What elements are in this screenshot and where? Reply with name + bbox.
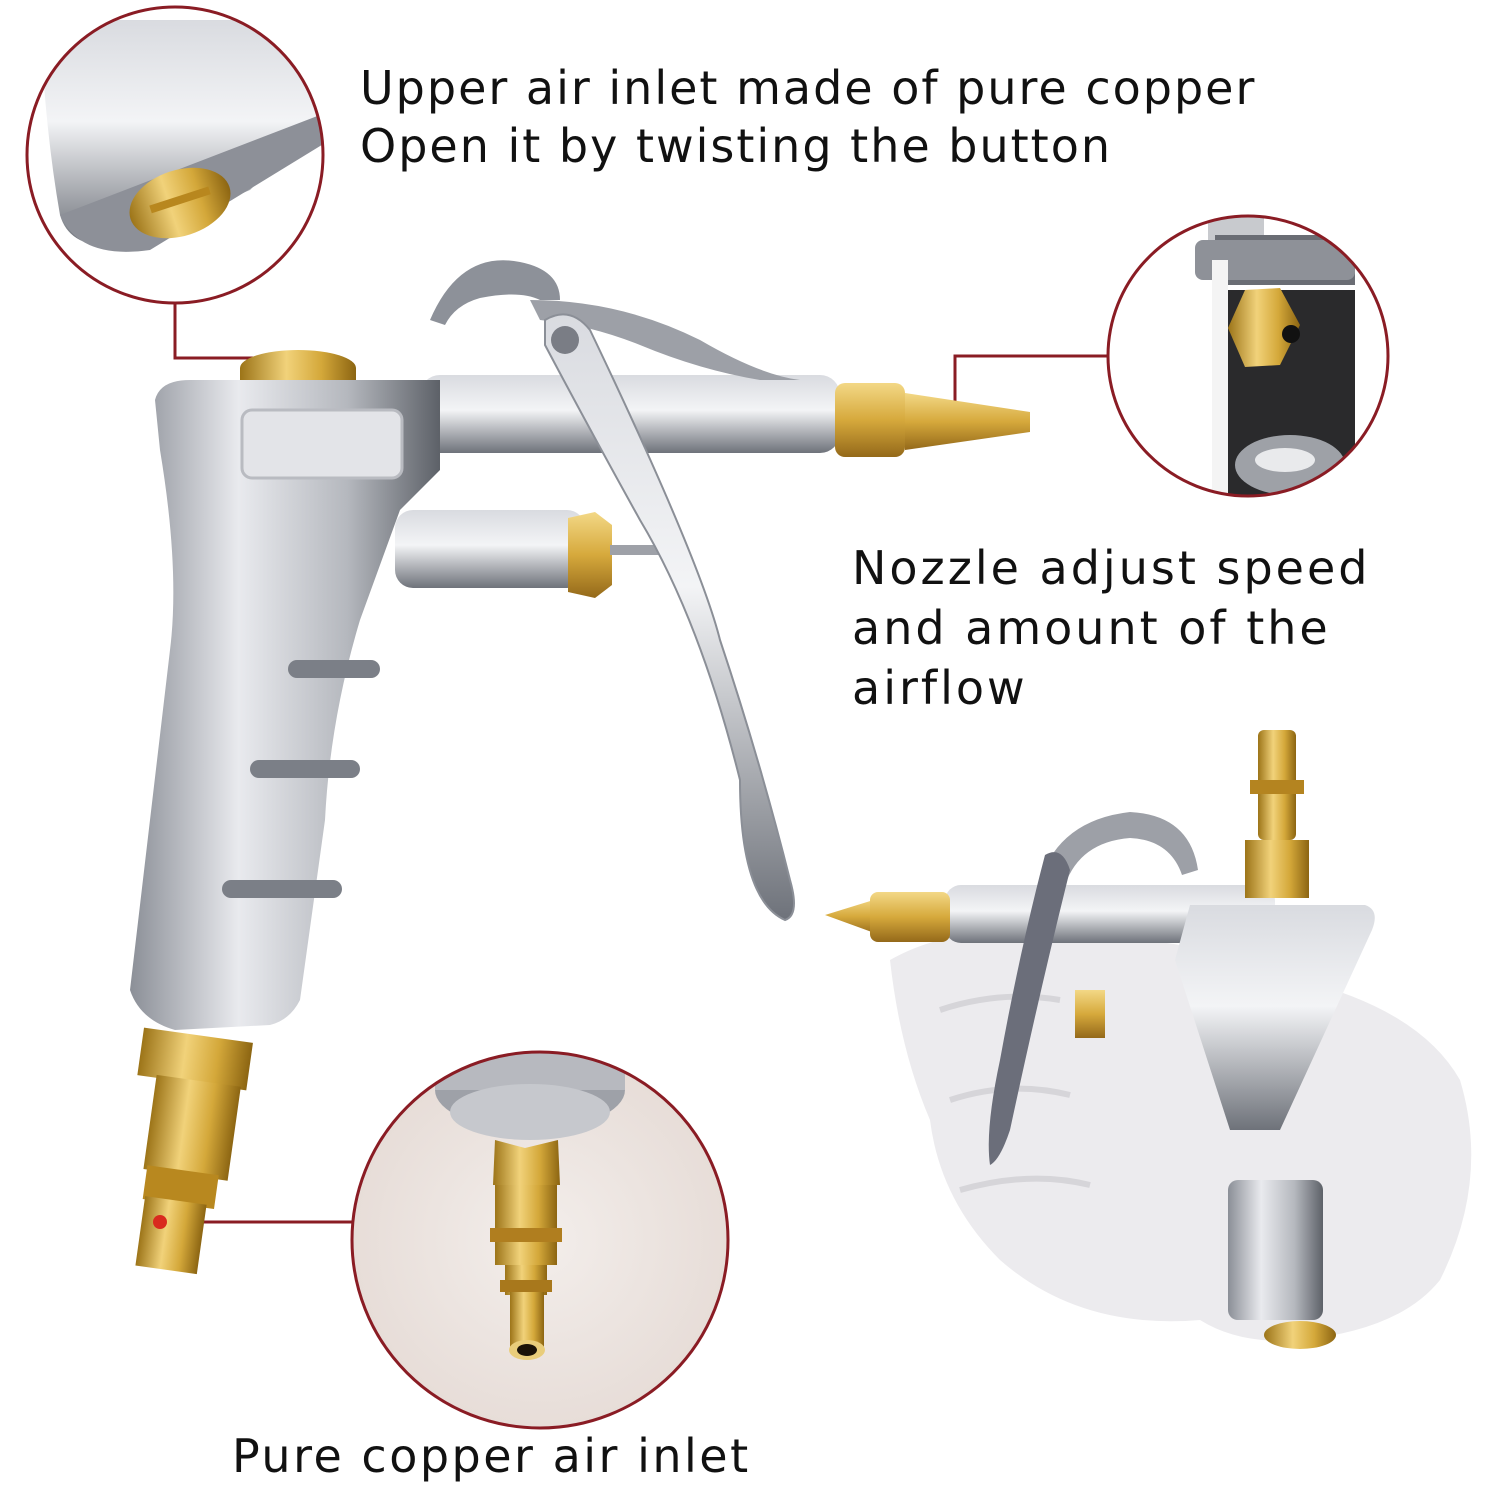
main-blow-gun <box>130 260 1030 1275</box>
nozzle-caption: Nozzle adjust speed and amount of the ai… <box>852 545 1370 725</box>
nozzle-caption-line-2: and amount of the <box>852 601 1331 655</box>
gun-in-hand-photo <box>825 730 1472 1349</box>
bottom-inlet-detail-bubble <box>175 1050 730 1430</box>
upper-inlet-caption-line-1: Upper air inlet made of pure copper <box>360 61 1257 115</box>
nozzle-detail-bubble <box>953 214 1390 498</box>
upper-inlet-caption: Upper air inlet made of pure copper Open… <box>360 65 1256 181</box>
nozzle-caption-line-1: Nozzle adjust speed <box>852 541 1371 595</box>
upper-inlet-detail-bubble <box>25 5 325 360</box>
upper-inlet-caption-line-2: Open it by twisting the button <box>360 119 1112 173</box>
bottom-inlet-caption: Pure copper air inlet <box>232 1433 751 1479</box>
nozzle-caption-line-3: airflow <box>852 661 1028 715</box>
bottom-inlet-caption-line-1: Pure copper air inlet <box>232 1429 751 1483</box>
